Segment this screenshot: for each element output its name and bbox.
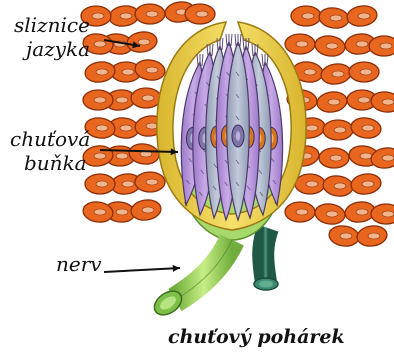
mucosa-cell xyxy=(85,174,115,194)
mucosa-cell xyxy=(314,202,346,226)
mucosa-cell xyxy=(185,4,215,24)
mucosa-cell xyxy=(128,142,160,166)
mucosa-cell xyxy=(346,4,378,28)
nerve-fiber-dark xyxy=(254,228,278,290)
mucosa-cell xyxy=(131,88,161,108)
mucosa-cell xyxy=(135,172,165,192)
mucosa-cell xyxy=(135,4,165,24)
leader-nerve xyxy=(104,265,180,272)
mucosa-cell xyxy=(350,116,382,140)
label-mucosa-line1: sliznice xyxy=(14,14,90,36)
mucosa-cell xyxy=(295,174,325,194)
mucosa-cell xyxy=(328,224,360,248)
mucosa-cell xyxy=(134,58,166,82)
mucosa-cell xyxy=(318,6,350,30)
label-mucosa-line2: jazyka xyxy=(26,38,90,60)
mucosa-cell xyxy=(314,34,346,58)
mucosa-cell xyxy=(322,174,354,198)
mucosa-cell xyxy=(369,36,394,56)
mucosa-cell xyxy=(83,90,113,110)
mucosa-cell xyxy=(320,62,352,86)
mucosa-cell xyxy=(350,172,382,196)
label-taste-cell-line1: chuťová xyxy=(10,128,90,150)
mucosa-cell xyxy=(349,62,379,82)
label-taste-cell-line2: buňka xyxy=(24,152,87,174)
mucosa-cell xyxy=(285,202,315,222)
mucosa-cell xyxy=(130,198,162,222)
mucosa-cell xyxy=(356,224,388,248)
mucosa-cell xyxy=(323,120,353,140)
taste-cells xyxy=(181,34,282,220)
diagram-caption: chuťový pohárek xyxy=(168,326,345,348)
mucosa-cell xyxy=(84,60,116,84)
mucosa-cell xyxy=(319,148,349,168)
mucosa-cell xyxy=(285,34,315,54)
mucosa-cell xyxy=(291,6,321,26)
label-nerve: nerv xyxy=(56,253,102,275)
mucosa-cell xyxy=(371,204,394,224)
mucosa-cell xyxy=(316,90,348,114)
